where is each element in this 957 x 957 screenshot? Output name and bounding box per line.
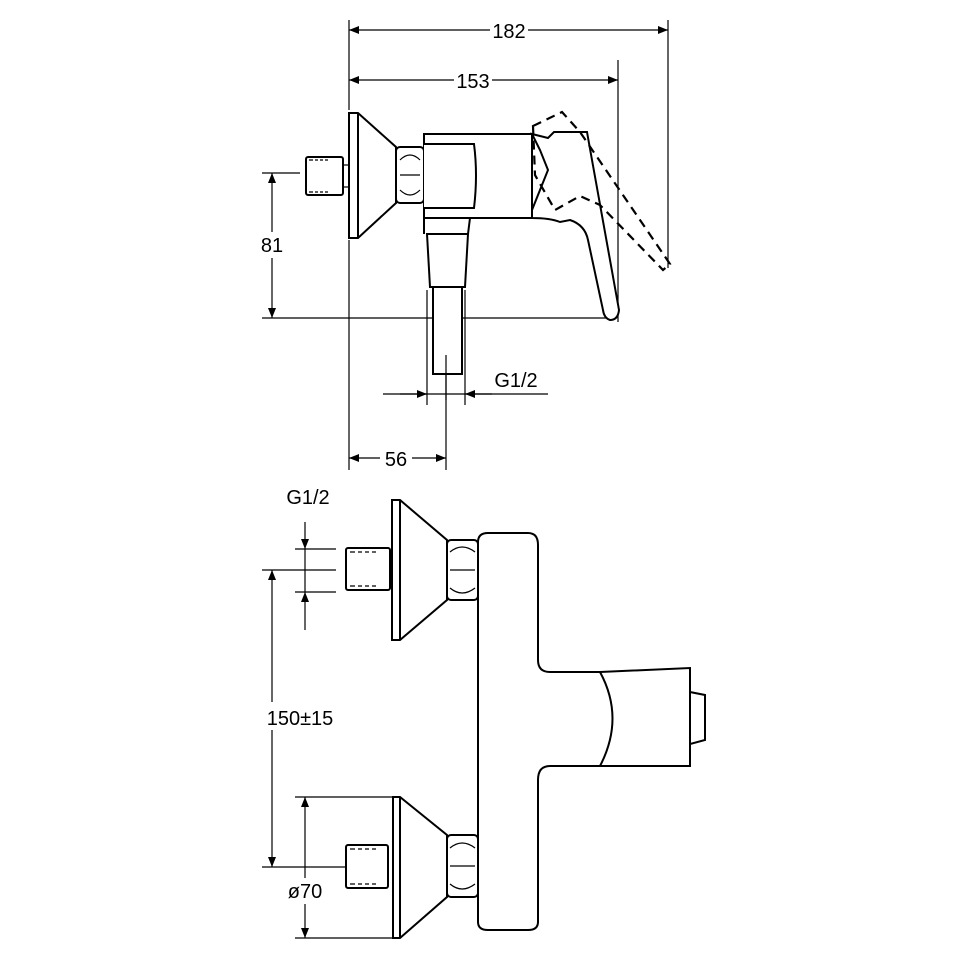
dim-plate-diameter-label: ø70 xyxy=(288,881,322,903)
lever-handle-alt-position xyxy=(531,110,672,272)
dim-height-label: 81 xyxy=(261,235,283,257)
dim-inlet-spacing-label: 150±15 xyxy=(267,708,334,730)
threaded-nipple xyxy=(305,156,344,196)
dim-handle-width-label: 153 xyxy=(456,71,489,93)
side-view: 182 153 81 G1/2 56 xyxy=(258,18,672,471)
dim-outlet-thread-label: G1/2 xyxy=(494,370,537,392)
outlet-spout xyxy=(425,233,470,288)
front-view: G1/2 150±15 ø70 xyxy=(252,487,706,939)
dim-inlet-thread-label: G1/2 xyxy=(286,487,329,509)
wall-plate-lower xyxy=(392,796,448,939)
mixer-body-front xyxy=(477,532,706,931)
nipple-lower xyxy=(345,844,389,889)
nipple-upper xyxy=(345,547,391,591)
dim-total-width-label: 182 xyxy=(492,21,525,43)
lever-handle xyxy=(530,131,621,322)
dim-outlet-offset-label: 56 xyxy=(385,449,407,471)
outlet-pipe xyxy=(432,286,463,375)
wall-plate xyxy=(348,112,397,239)
